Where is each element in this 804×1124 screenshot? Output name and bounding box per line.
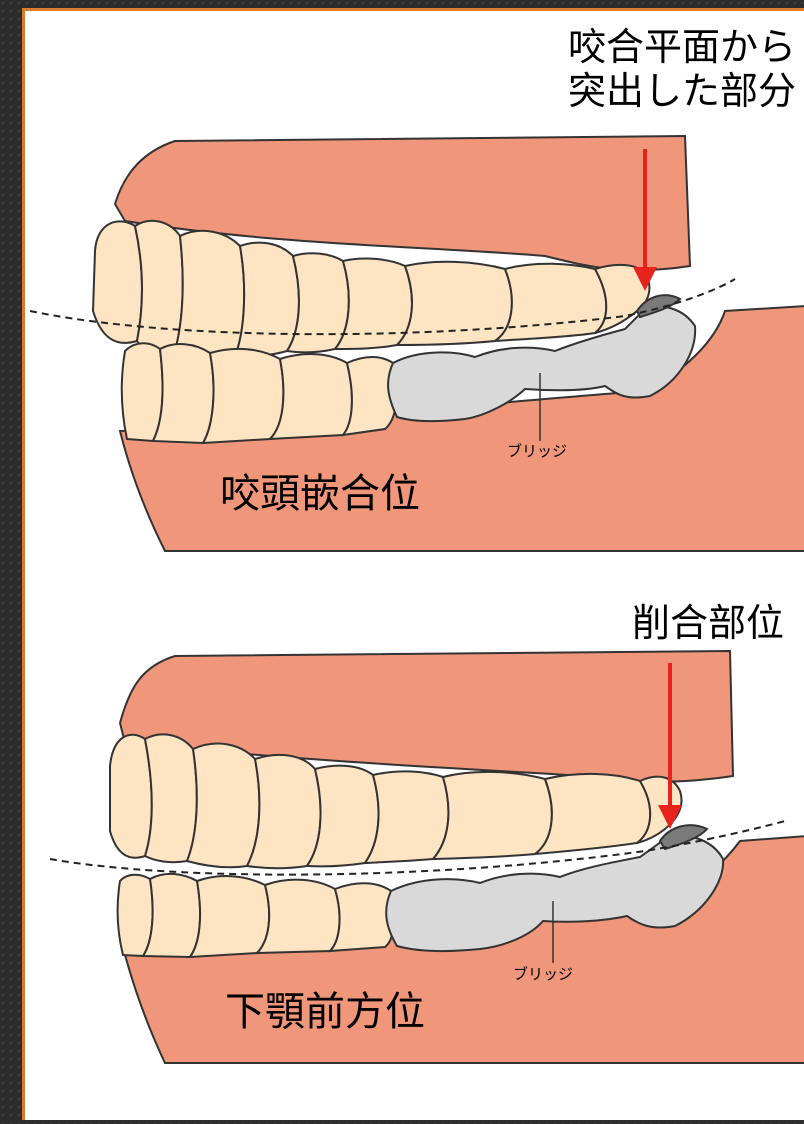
bridge-label-top: ブリッジ [507, 443, 567, 459]
position-label-bottom: 下顎前方位 [225, 991, 425, 1034]
callout-top-line1: 咬合平面から [568, 27, 796, 68]
diagram-frame: 咬合平面から 突出した部分 ブリッジ 咬頭嵌合位 削合部位 ブリッジ 下顎前方位 [22, 8, 804, 1120]
bridge-label-bottom: ブリッジ [513, 966, 573, 982]
bottom-panel [50, 651, 804, 1063]
lower-teeth [118, 874, 395, 957]
callout-top-line2: 突出した部分 [568, 71, 796, 112]
dental-illustration [25, 11, 804, 1120]
callout-bottom: 削合部位 [632, 603, 784, 644]
position-label-top: 咬頭嵌合位 [220, 473, 420, 516]
lower-teeth [122, 343, 397, 443]
